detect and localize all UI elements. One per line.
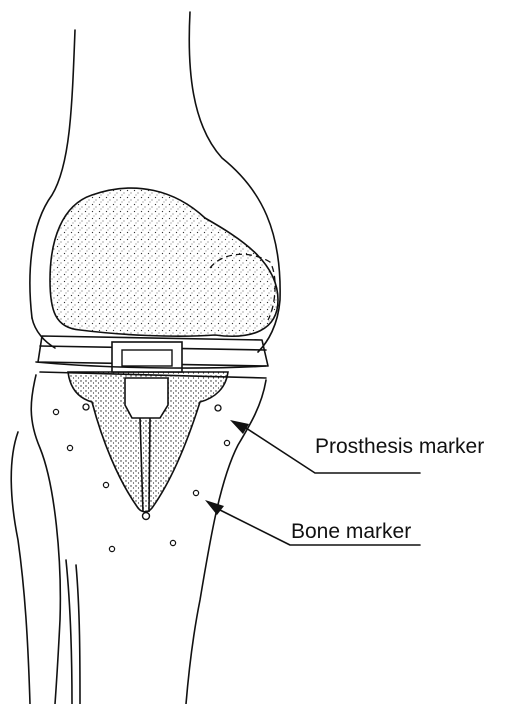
bone-marker-arrowhead <box>205 500 224 515</box>
prosthesis-marker-label: Prosthesis marker <box>315 435 484 458</box>
tibial-component <box>36 342 266 520</box>
bone-marker-label: Bone marker <box>291 520 411 543</box>
fibula <box>11 432 80 704</box>
prosthesis-marker-callout: Prosthesis marker <box>230 420 484 473</box>
patella <box>50 188 278 336</box>
bone-marker-callout: Bone marker <box>205 500 420 545</box>
